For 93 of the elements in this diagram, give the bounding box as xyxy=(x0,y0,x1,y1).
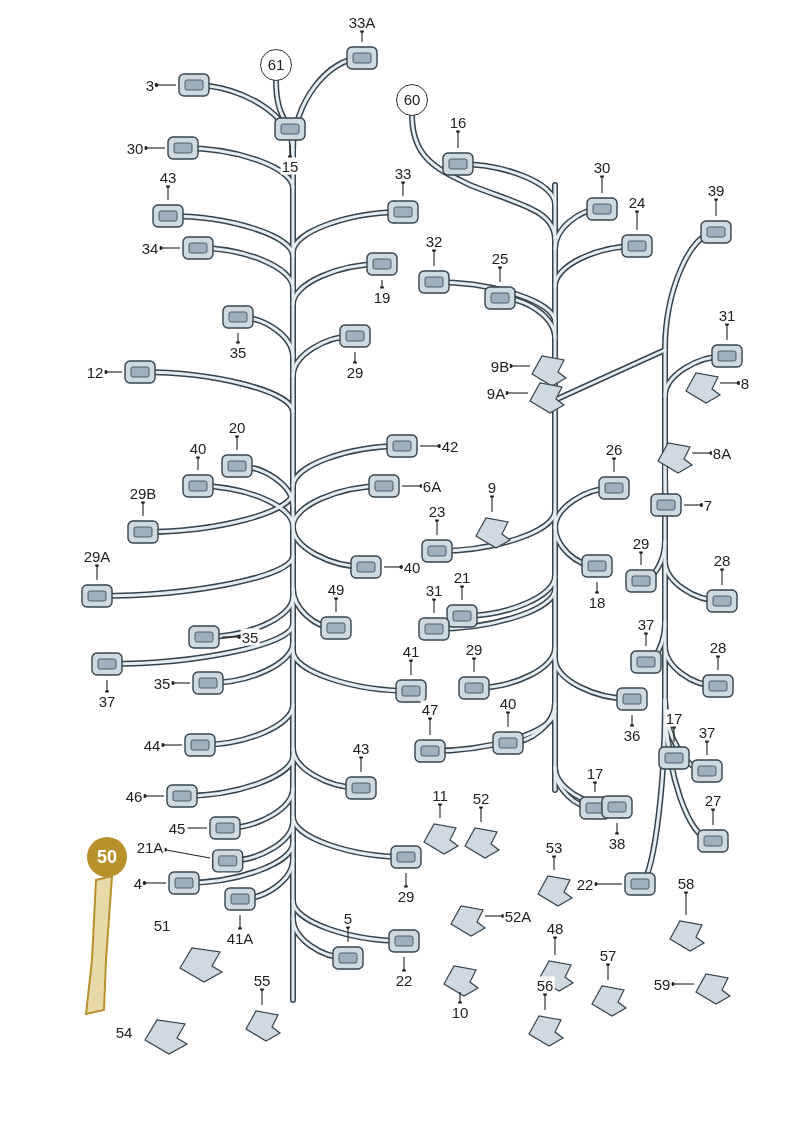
callout-number: 19 xyxy=(372,288,392,306)
leader-line xyxy=(490,494,494,513)
callout-number: 29 xyxy=(345,363,365,381)
leader-line xyxy=(428,716,432,736)
leader-line xyxy=(288,144,292,159)
part-number: 54 xyxy=(115,1023,133,1041)
callout-number: 56 xyxy=(535,976,555,994)
leader-line xyxy=(552,854,556,871)
leader-line xyxy=(456,129,460,149)
leader-line xyxy=(359,755,363,773)
leader-line xyxy=(160,743,183,747)
leader-line xyxy=(334,596,338,613)
leader-line xyxy=(593,780,597,793)
leader-line xyxy=(154,83,177,87)
leader-line xyxy=(600,174,604,194)
leader-line xyxy=(725,322,729,341)
callout-number: 47 xyxy=(420,700,440,718)
highlighted-callout-badge: 50 xyxy=(87,837,127,877)
leader-line xyxy=(711,807,715,826)
leader-line xyxy=(720,567,724,586)
callout-number: 17 xyxy=(664,709,684,727)
leader-line xyxy=(238,914,242,931)
leader-line xyxy=(170,681,191,685)
leader-line xyxy=(630,714,634,728)
leader-line xyxy=(472,656,476,673)
callout-number: 41A xyxy=(225,929,255,947)
leader-line xyxy=(498,265,502,283)
leader-line xyxy=(672,725,676,743)
leader-line xyxy=(409,658,413,676)
leader-line xyxy=(432,248,436,267)
part-number: 51 xyxy=(153,916,171,934)
leader-line xyxy=(506,710,510,728)
leader-line xyxy=(593,882,623,886)
leader-line xyxy=(479,805,483,823)
callout-number: 29 xyxy=(396,887,416,905)
leader-line xyxy=(166,184,170,201)
leader-line xyxy=(460,584,464,601)
leader-line xyxy=(670,982,695,986)
leader-line xyxy=(346,925,350,943)
leader-line xyxy=(236,332,240,345)
leader-line xyxy=(719,381,741,385)
leader-line xyxy=(402,956,406,973)
leader-line xyxy=(716,654,720,671)
leader-line xyxy=(103,370,123,374)
leader-line xyxy=(504,391,529,395)
leader-line xyxy=(635,209,639,231)
leader-line xyxy=(615,822,619,836)
callout-number: 18 xyxy=(587,593,607,611)
callout-number: 37 xyxy=(97,692,117,710)
leader-line xyxy=(435,518,439,536)
leader-line xyxy=(158,246,181,250)
leader-line xyxy=(612,456,616,473)
callout-number: 38 xyxy=(607,834,627,852)
leader-line xyxy=(438,802,442,819)
circled-callout-number: 60 xyxy=(396,84,428,116)
leader-line xyxy=(235,434,239,451)
leader-line xyxy=(95,563,99,581)
leader-line xyxy=(141,500,145,517)
leader-line xyxy=(419,444,442,448)
callout-number: 10 xyxy=(450,1003,470,1021)
leader-line xyxy=(508,364,531,368)
leader-line xyxy=(639,550,643,566)
leader-line xyxy=(142,881,167,885)
leader-line xyxy=(432,597,436,614)
leader-line xyxy=(714,197,718,217)
leader-line xyxy=(221,635,242,639)
leader-line xyxy=(187,827,208,829)
callout-number: 35 xyxy=(228,343,248,361)
leader-line xyxy=(196,455,200,471)
leader-line xyxy=(458,991,462,1005)
leader-line xyxy=(380,279,384,290)
leader-line xyxy=(260,987,264,1006)
leader-line xyxy=(142,794,165,798)
leader-line xyxy=(383,565,404,569)
leader-line xyxy=(705,739,709,756)
leader-line xyxy=(353,351,357,365)
leader-line xyxy=(143,146,166,150)
leader-line xyxy=(543,992,547,1011)
leader-line xyxy=(684,890,688,916)
leader-line xyxy=(595,581,599,595)
leader-line xyxy=(105,679,109,694)
callout-number: 22 xyxy=(394,971,414,989)
leader-line xyxy=(644,631,648,647)
leader-line xyxy=(683,503,704,507)
callout-number: 36 xyxy=(622,726,642,744)
callout-number: 15 xyxy=(280,157,300,175)
leader-line xyxy=(553,935,557,956)
leader-line xyxy=(401,180,405,197)
leader-line xyxy=(606,962,610,981)
callout-number: 35 xyxy=(240,628,260,646)
circled-callout-number: 61 xyxy=(260,49,292,81)
leader-line xyxy=(404,872,408,889)
leader-line xyxy=(360,29,364,43)
